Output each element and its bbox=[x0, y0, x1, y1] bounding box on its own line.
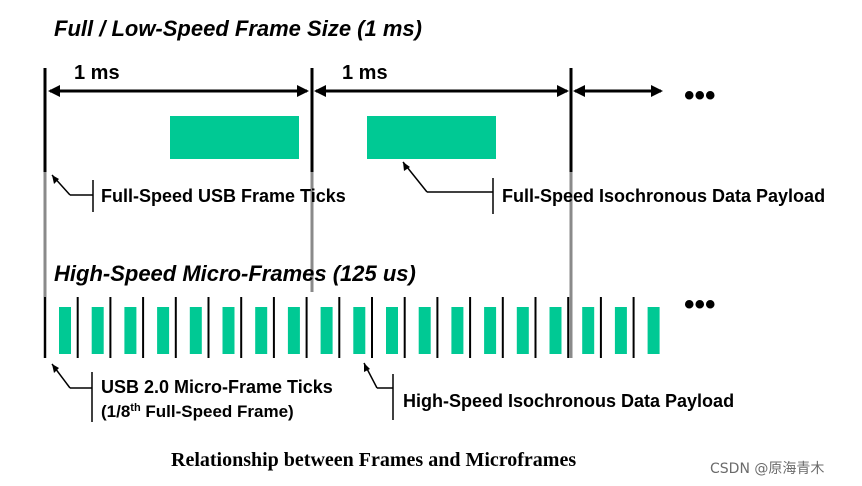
full-speed-heading: Full / Low-Speed Frame Size (1 ms) bbox=[54, 16, 422, 41]
high-speed-heading: High-Speed Micro-Frames (125 us) bbox=[54, 261, 416, 286]
microframe-payload bbox=[549, 307, 562, 354]
microframe-payload bbox=[484, 307, 497, 354]
microframe-tick-callout bbox=[51, 363, 93, 422]
microframe-payload bbox=[157, 307, 170, 354]
microframe-payload-callout bbox=[363, 362, 394, 420]
tick-label-superscript: th bbox=[130, 402, 141, 414]
figure-caption: Relationship between Frames and Microfra… bbox=[171, 449, 576, 471]
full-speed-tick-callout bbox=[51, 174, 94, 212]
full-speed-payload-1 bbox=[170, 116, 299, 159]
microframe-payload bbox=[91, 307, 104, 354]
interval-label-2: 1 ms bbox=[342, 62, 388, 84]
microframe-tick-label-line1: USB 2.0 Micro-Frame Ticks bbox=[101, 377, 333, 397]
full-speed-payload-label: Full-Speed Isochronous Data Payload bbox=[502, 186, 825, 206]
microframe-payload bbox=[287, 307, 300, 354]
microframe-payload bbox=[451, 307, 464, 354]
microframe-payload bbox=[386, 307, 398, 354]
microframe-payload bbox=[582, 307, 595, 354]
microframe-payload bbox=[124, 307, 137, 354]
microframe-payload bbox=[59, 307, 71, 354]
microframe-payload bbox=[353, 307, 366, 354]
microframe-payload bbox=[320, 307, 333, 354]
full-speed-tick-label: Full-Speed USB Frame Ticks bbox=[101, 186, 346, 206]
full-speed-payload-2 bbox=[367, 116, 496, 159]
microframe-tick-label-line2: (1/8th Full-Speed Frame) bbox=[101, 402, 294, 421]
microframe-payload bbox=[255, 307, 268, 354]
tick-label-fraction: (1/8 bbox=[101, 402, 130, 421]
microframe-payload bbox=[418, 307, 431, 354]
microframe-row bbox=[44, 297, 660, 358]
microframe-payload bbox=[222, 307, 235, 354]
interval-label-1: 1 ms bbox=[74, 62, 120, 84]
high-speed-continuation: ••• bbox=[684, 288, 716, 321]
full-speed-continuation: ••• bbox=[684, 79, 716, 112]
microframe-payload bbox=[647, 307, 660, 354]
microframe-payload-label: High-Speed Isochronous Data Payload bbox=[403, 391, 734, 411]
full-speed-payload-callout bbox=[402, 161, 494, 214]
watermark-text: CSDN @原海青木 bbox=[710, 461, 824, 477]
microframe-payload bbox=[614, 307, 627, 354]
tick-label-rest: Full-Speed Frame) bbox=[141, 402, 294, 421]
microframe-payload bbox=[189, 307, 202, 354]
microframe-payload bbox=[516, 307, 529, 354]
